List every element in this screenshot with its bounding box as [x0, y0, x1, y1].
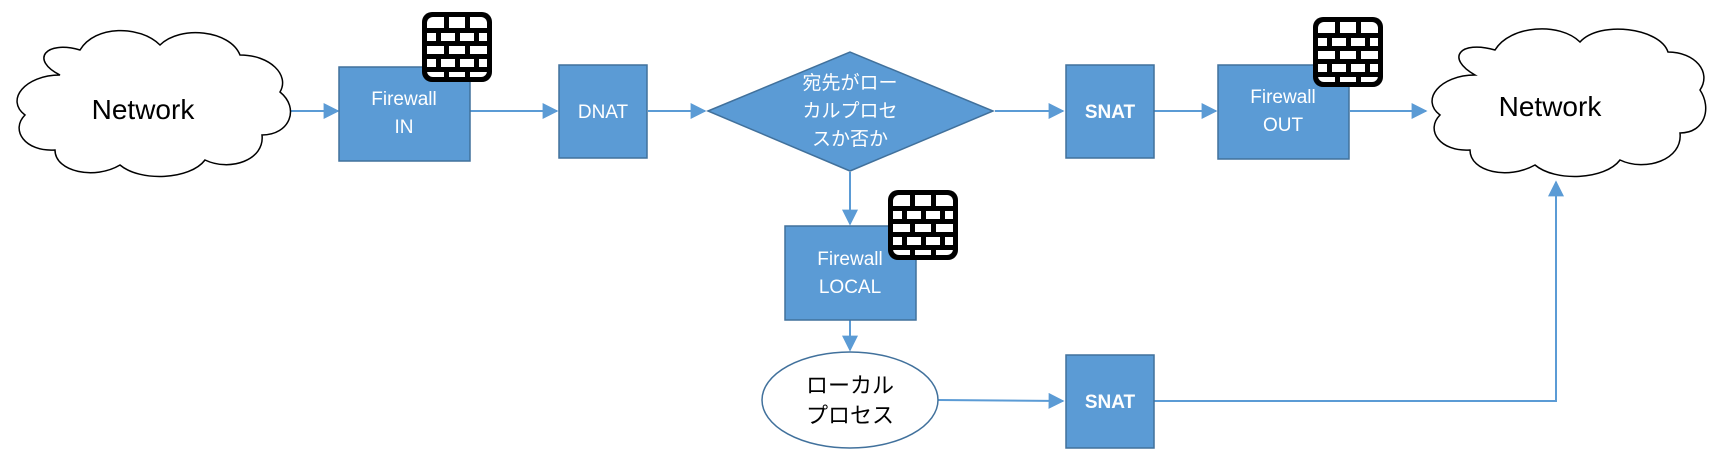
snat-top-node: SNAT: [1065, 64, 1155, 159]
network-left-label: Network: [92, 94, 196, 125]
decision-label-line2: カルプロセ: [802, 100, 897, 122]
firewall-local-label-line2: LOCAL: [819, 277, 881, 298]
dnat-label: DNAT: [578, 102, 629, 123]
firewall-local-node: Firewall LOCAL: [784, 190, 958, 321]
firewall-in-label-line2: IN: [395, 117, 414, 138]
local-process-node: ローカル プロセス: [761, 351, 939, 449]
decision-label-line1: 宛先がロー: [802, 72, 897, 94]
edge-process-to-snat: [937, 392, 1065, 409]
dnat-node: DNAT: [558, 64, 648, 159]
local-process-label-line1: ローカル: [806, 374, 894, 399]
decision-label-line3: スか否か: [812, 129, 888, 150]
snat-bottom-label: SNAT: [1085, 392, 1136, 413]
snat-top-label: SNAT: [1085, 102, 1136, 123]
snat-bottom-node: SNAT: [1065, 354, 1155, 449]
edge-snat-to-network: [1154, 180, 1564, 402]
firewall-icon: [888, 190, 958, 260]
network-right-label: Network: [1499, 91, 1603, 122]
firewall-icon: [1313, 17, 1383, 87]
firewall-out-node: Firewall OUT: [1217, 17, 1383, 160]
firewall-icon: [422, 12, 492, 82]
network-cloud-left: Network: [16, 29, 292, 178]
local-process-label-line2: プロセス: [806, 404, 894, 429]
firewall-out-label-line1: Firewall: [1250, 87, 1315, 108]
decision-node: 宛先がロー カルプロセ スか否か: [706, 51, 995, 172]
firewall-in-label-line1: Firewall: [371, 89, 436, 110]
firewall-local-label-line1: Firewall: [817, 249, 882, 270]
firewall-out-label-line2: OUT: [1263, 115, 1304, 136]
firewall-in-node: Firewall IN: [338, 12, 492, 162]
network-cloud-right: Network: [1431, 28, 1707, 178]
